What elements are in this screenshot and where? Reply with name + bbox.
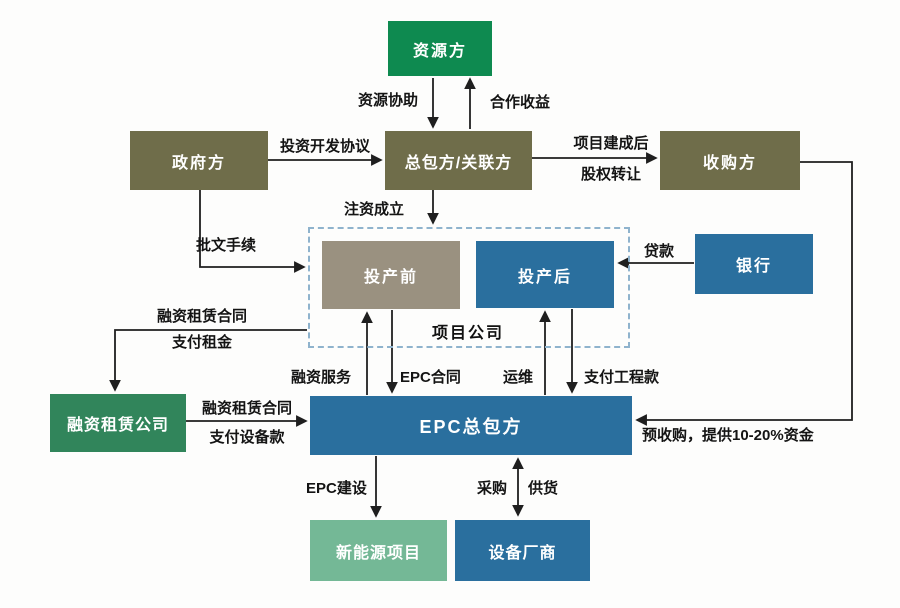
node-bank: 银行 — [695, 234, 813, 294]
project-company-label: 项目公司 — [431, 325, 504, 342]
arrow-approval-procedure — [199, 190, 306, 273]
edge-label-supply: 供货 — [528, 480, 559, 497]
arrow-lease-rent — [109, 329, 307, 392]
arrow-pre-acquisition — [635, 161, 853, 426]
edge-label-lease-contract-rent-line1: 融资租赁合同 — [156, 308, 247, 325]
node-resource-party: 资源方 — [388, 21, 492, 76]
edge-label-financing-service: 融资服务 — [291, 369, 352, 386]
edge-label-approval-procedure: 批文手续 — [196, 237, 257, 254]
node-acquirer-party: 收购方 — [660, 131, 800, 190]
edge-label-equity-transfer-line2: 股权转让 — [580, 166, 641, 183]
edge-label-investment-agreement: 投资开发协议 — [280, 138, 371, 155]
node-new-energy-project: 新能源项目 — [310, 520, 447, 581]
edge-label-lease-contract-rent-line2: 支付租金 — [171, 334, 232, 351]
edge-label-lease-contract-equipment-line2: 支付设备款 — [209, 429, 285, 446]
edge-label-loan: 贷款 — [644, 243, 675, 260]
edge-label-epc-construction: EPC建设 — [306, 480, 367, 497]
edge-label-cooperation-income: 合作收益 — [490, 94, 551, 111]
edge-label-pre-acquisition: 预收购，提供10-20%资金 — [642, 427, 814, 444]
node-pre-production: 投产前 — [322, 241, 460, 309]
edge-label-resource-assist: 资源协助 — [358, 92, 419, 109]
node-epc-contractor: EPC总包方 — [310, 396, 632, 455]
edge-label-pay-project-funds: 支付工程款 — [584, 369, 660, 386]
edge-label-operation-maintenance: 运维 — [503, 369, 534, 386]
edge-label-capital-injection: 注资成立 — [344, 201, 405, 218]
edge-label-lease-contract-equipment-line1: 融资租赁合同 — [201, 400, 292, 417]
edge-label-procurement: 采购 — [477, 480, 508, 497]
node-leasing-company: 融资租赁公司 — [50, 394, 186, 452]
edge-label-epc-contract: EPC合同 — [400, 369, 461, 386]
edge-label-equity-transfer-line1: 项目建成后 — [573, 135, 649, 152]
node-post-production: 投产后 — [476, 241, 614, 308]
project-company-container — [308, 227, 630, 348]
node-equipment-vendor: 设备厂商 — [455, 520, 590, 581]
node-general-contractor: 总包方/关联方 — [385, 131, 532, 190]
node-government-party: 政府方 — [130, 131, 268, 190]
